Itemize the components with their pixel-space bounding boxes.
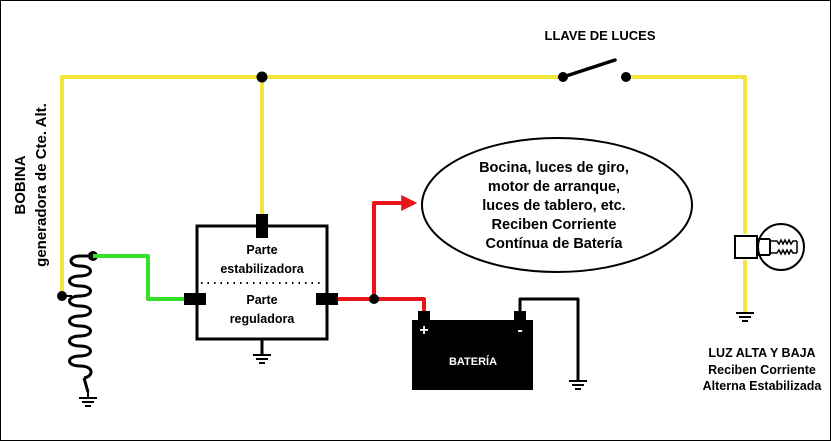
- regulator-top-label-1: Parte: [246, 243, 277, 257]
- junction-dot-dc: [369, 294, 379, 304]
- bubble-line-3: luces de tablero, etc.: [482, 198, 625, 214]
- regulator-bottom-label-1: Parte: [246, 293, 277, 307]
- coil-ground-icon: [79, 392, 97, 407]
- lamp-ground-icon: [736, 312, 754, 322]
- lamp-bulb-icon: [734, 223, 805, 271]
- lights-label-1: LUZ ALTA Y BAJA: [708, 346, 815, 360]
- bubble-line-5: Contínua de Batería: [486, 236, 624, 252]
- bubble-line-1: Bocina, luces de giro,: [479, 160, 629, 176]
- bubble-line-4: Reciben Corriente: [492, 217, 617, 233]
- junction-dot-top: [256, 71, 268, 83]
- battery-ground-wire: [518, 297, 580, 380]
- dc-wire-to-battery: [338, 297, 426, 316]
- accessories-bubble: [421, 137, 693, 273]
- coil-output-wire: [93, 254, 186, 301]
- battery-minus-sign: -: [517, 322, 522, 339]
- battery-label: BATERÍA: [449, 355, 497, 368]
- ac-wire-to-lamp: [624, 75, 747, 234]
- light-switch: [558, 58, 631, 82]
- lights-label-2: Reciben Corriente: [708, 363, 816, 377]
- battery-ground-icon: [569, 380, 587, 390]
- coil-label-subtitle: generadora de Cte. Alt.: [33, 103, 50, 267]
- regulator-bottom-label-2: reguladora: [230, 312, 296, 326]
- regulator-ground-icon: [253, 354, 271, 364]
- coil: [62, 251, 98, 393]
- coil-label-title: BOBINA: [12, 155, 29, 214]
- switch-label: LLAVE DE LUCES: [545, 28, 656, 43]
- battery: [412, 311, 533, 390]
- ac-main-wire: [60, 75, 562, 298]
- bubble-line-2: motor de arranque,: [488, 179, 620, 195]
- regulator-top-label-2: estabilizadora: [220, 262, 304, 276]
- regulator-box: [184, 214, 338, 354]
- lights-label-3: Alterna Estabilizada: [703, 379, 823, 393]
- battery-plus-sign: +: [419, 322, 428, 339]
- dc-wire-to-accessories: [372, 195, 418, 299]
